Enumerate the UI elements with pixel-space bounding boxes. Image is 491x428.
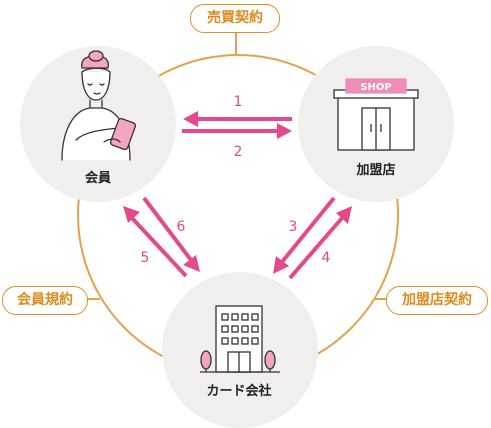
flow-number-6: 6 xyxy=(177,219,186,235)
sales-contract-label: 売買契約 xyxy=(190,4,280,33)
member-terms-label: 会員規約 xyxy=(2,286,88,315)
arrow-1 xyxy=(183,111,292,127)
merchant-node: SHOP 加盟店 xyxy=(298,46,454,202)
shop-sign-board xyxy=(345,78,407,94)
arrow-3 xyxy=(273,196,336,274)
shop-sign-text: SHOP xyxy=(360,82,391,93)
merchant-contract-label: 加盟店契約 xyxy=(386,286,488,315)
flow-arrows xyxy=(123,111,352,280)
flow-number-2: 2 xyxy=(234,144,243,160)
flow-number-1: 1 xyxy=(234,94,243,110)
arrow-6 xyxy=(142,196,200,272)
member-label: 会員 xyxy=(85,170,111,186)
card-company-node: カード会社 xyxy=(162,272,318,428)
woman-with-phone-icon xyxy=(61,50,137,161)
flow-number-5: 5 xyxy=(141,250,150,266)
merchant-label: 加盟店 xyxy=(355,162,395,178)
flow-number-4: 4 xyxy=(322,250,331,266)
shop-icon xyxy=(333,78,419,151)
card-company-label: カード会社 xyxy=(206,383,271,399)
member-node: 会員 xyxy=(20,46,176,202)
arrow-5 xyxy=(123,206,188,278)
arrow-2 xyxy=(182,123,292,139)
arrow-4 xyxy=(288,206,352,280)
flow-number-3: 3 xyxy=(289,219,298,235)
office-building-icon xyxy=(200,305,280,373)
